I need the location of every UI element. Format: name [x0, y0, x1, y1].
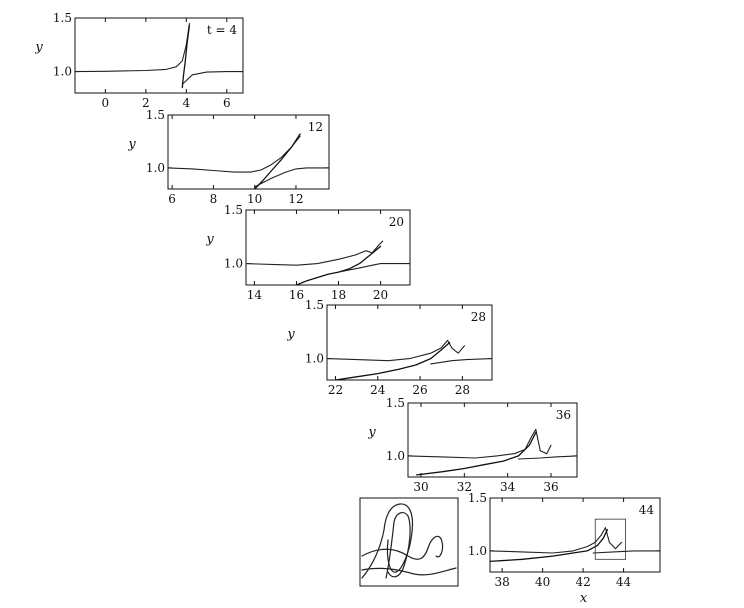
x-tick-label: 40 [535, 575, 550, 589]
x-tick-label: 44 [616, 575, 632, 589]
y-tick-label: 1.0 [468, 544, 487, 558]
panel-4: 30 32 34 36 1.0 1.5 y 36 [367, 396, 578, 494]
series-line [334, 341, 451, 380]
series-line [517, 455, 577, 460]
series-line [181, 24, 191, 89]
time-label: 20 [389, 215, 404, 229]
y-tick-label: 1.5 [305, 298, 324, 312]
x-tick-label: 22 [328, 383, 343, 397]
series-line [254, 133, 301, 189]
x-tick-label: 6 [223, 96, 231, 110]
x-axis-label: x [580, 591, 588, 606]
panel-frame [245, 209, 411, 286]
x-tick-label: 28 [455, 383, 470, 397]
panel-0: 0 2 4 6 1.0 1.5 y t = 4 [34, 11, 244, 110]
series-line [75, 22, 190, 73]
x-tick-label: 36 [543, 480, 558, 494]
inset-curve [361, 503, 414, 579]
series-line [181, 71, 243, 85]
time-label: 36 [556, 408, 571, 422]
x-tick-label: 10 [247, 192, 262, 206]
time-label: 44 [639, 503, 655, 517]
y-tick-label: 1.0 [386, 449, 405, 463]
panel-1: 6 8 10 12 1.0 1.5 y 12 [127, 108, 330, 206]
x-tick-label: 38 [495, 575, 510, 589]
panel-frame [167, 114, 330, 190]
x-tick-label: 30 [413, 480, 428, 494]
series-line [490, 529, 609, 563]
x-tick-label: 0 [102, 96, 110, 110]
panel-frame [326, 304, 493, 381]
zoom-region-box [594, 518, 626, 560]
y-axis-label: y [34, 40, 43, 55]
panel-2: 14 16 18 20 1.0 1.5 y 20 [205, 203, 411, 302]
inset-curve [361, 535, 444, 560]
x-tick-label: 26 [412, 383, 427, 397]
y-axis-label: y [127, 137, 136, 152]
inset-curve [361, 567, 457, 576]
series-line [337, 263, 410, 273]
x-tick-label: 42 [575, 575, 590, 589]
x-tick-label: 34 [500, 480, 516, 494]
panel-frame [407, 402, 578, 478]
y-tick-label: 1.0 [53, 65, 72, 79]
series-line [168, 135, 301, 173]
x-tick-label: 14 [247, 288, 263, 302]
y-tick-label: 1.0 [224, 257, 243, 271]
y-tick-label: 1.5 [224, 203, 243, 217]
y-tick-label: 1.5 [146, 108, 165, 122]
panel-frame [489, 497, 661, 573]
panel-frame [74, 17, 244, 94]
y-tick-label: 1.5 [53, 11, 72, 25]
panel-3: 22 24 26 28 1.0 1.5 y 28 [286, 298, 493, 397]
series-line [246, 240, 384, 266]
series-line [416, 431, 537, 476]
x-tick-label: 8 [210, 192, 218, 206]
y-axis-label: y [286, 327, 295, 342]
x-tick-label: 18 [331, 288, 346, 302]
y-tick-label: 1.5 [386, 396, 405, 410]
time-label: 28 [471, 310, 486, 324]
y-axis-label: y [367, 425, 376, 440]
x-tick-label: 2 [142, 96, 150, 110]
x-tick-label: 20 [373, 288, 388, 302]
x-tick-label: 12 [288, 192, 303, 206]
time-label: 12 [308, 120, 323, 134]
inset-curve [385, 512, 411, 579]
x-tick-label: 16 [289, 288, 304, 302]
series-line [430, 358, 492, 365]
time-label: t = 4 [207, 23, 238, 37]
y-tick-label: 1.0 [146, 161, 165, 175]
zoom-inset [359, 497, 459, 587]
x-tick-label: 6 [168, 192, 176, 206]
series-line [592, 550, 660, 554]
series-line [327, 339, 466, 362]
x-tick-label: 24 [370, 383, 386, 397]
y-tick-label: 1.0 [305, 352, 324, 366]
y-axis-label: y [205, 232, 214, 247]
x-tick-label: 32 [457, 480, 472, 494]
x-tick-label: 4 [183, 96, 191, 110]
series-line [254, 167, 329, 188]
y-tick-label: 1.5 [468, 491, 487, 505]
